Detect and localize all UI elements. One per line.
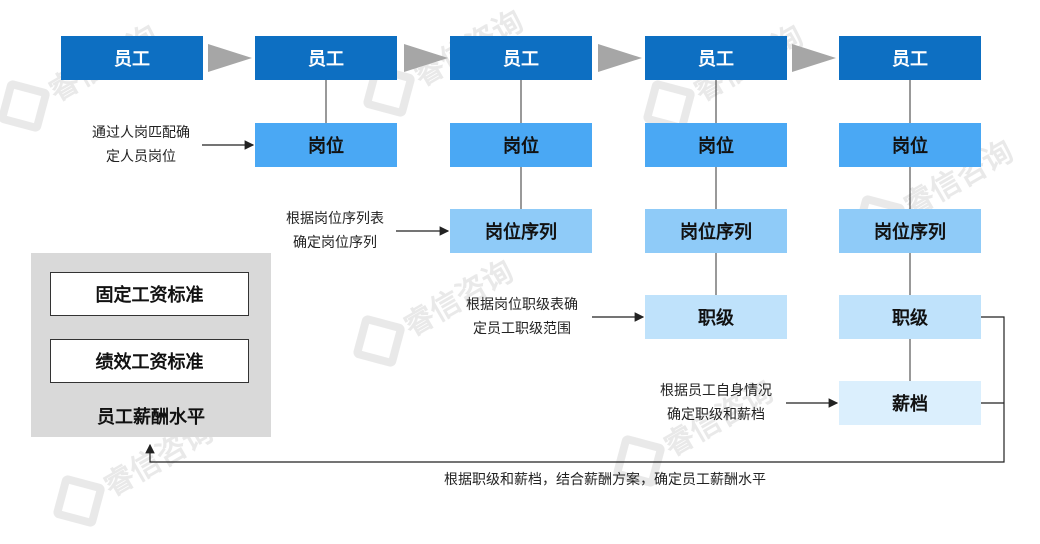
- post-box: 岗位: [255, 123, 397, 167]
- post-sequence-box: 岗位序列: [450, 209, 592, 253]
- post-box: 岗位: [839, 123, 981, 167]
- bottom-note: 根据职级和薪档，结合薪酬方案，确定员工薪酬水平: [444, 472, 766, 488]
- employee-box: 员工: [645, 36, 787, 80]
- performance-wage-standard-box: 绩效工资标准: [50, 339, 249, 383]
- salary-band-box: 薪档: [839, 381, 981, 425]
- feedback-arrow: [145, 316, 1005, 463]
- fixed-wage-standard-box: 固定工资标准: [50, 272, 249, 316]
- step-arrow-icon: [208, 44, 252, 72]
- salary-level-panel: 固定工资标准 绩效工资标准 员工薪酬水平: [31, 253, 271, 437]
- employee-box: 员工: [450, 36, 592, 80]
- grade-box: 职级: [645, 295, 787, 339]
- step-arrow-icon: [404, 44, 448, 72]
- note-grade-salary: 根据员工自身情况 确定职级和薪档: [660, 383, 772, 423]
- post-sequence-box: 岗位序列: [645, 209, 787, 253]
- note-post-sequence: 根据岗位序列表 确定岗位序列: [286, 211, 384, 251]
- panel-title: 员工薪酬水平: [97, 407, 205, 428]
- employee-box: 员工: [61, 36, 203, 80]
- grade-box: 职级: [839, 295, 981, 339]
- note-grade-range: 根据岗位职级表确 定员工职级范围: [466, 297, 578, 337]
- post-box: 岗位: [450, 123, 592, 167]
- connector-lines: [145, 80, 1005, 463]
- employee-box: 员工: [255, 36, 397, 80]
- note-post-matching: 通过人岗匹配确 定人员岗位: [92, 125, 190, 165]
- post-sequence-box: 岗位序列: [839, 209, 981, 253]
- employee-box: 员工: [839, 36, 981, 80]
- step-arrow-icon: [792, 44, 836, 72]
- step-arrow-icon: [598, 44, 642, 72]
- post-box: 岗位: [645, 123, 787, 167]
